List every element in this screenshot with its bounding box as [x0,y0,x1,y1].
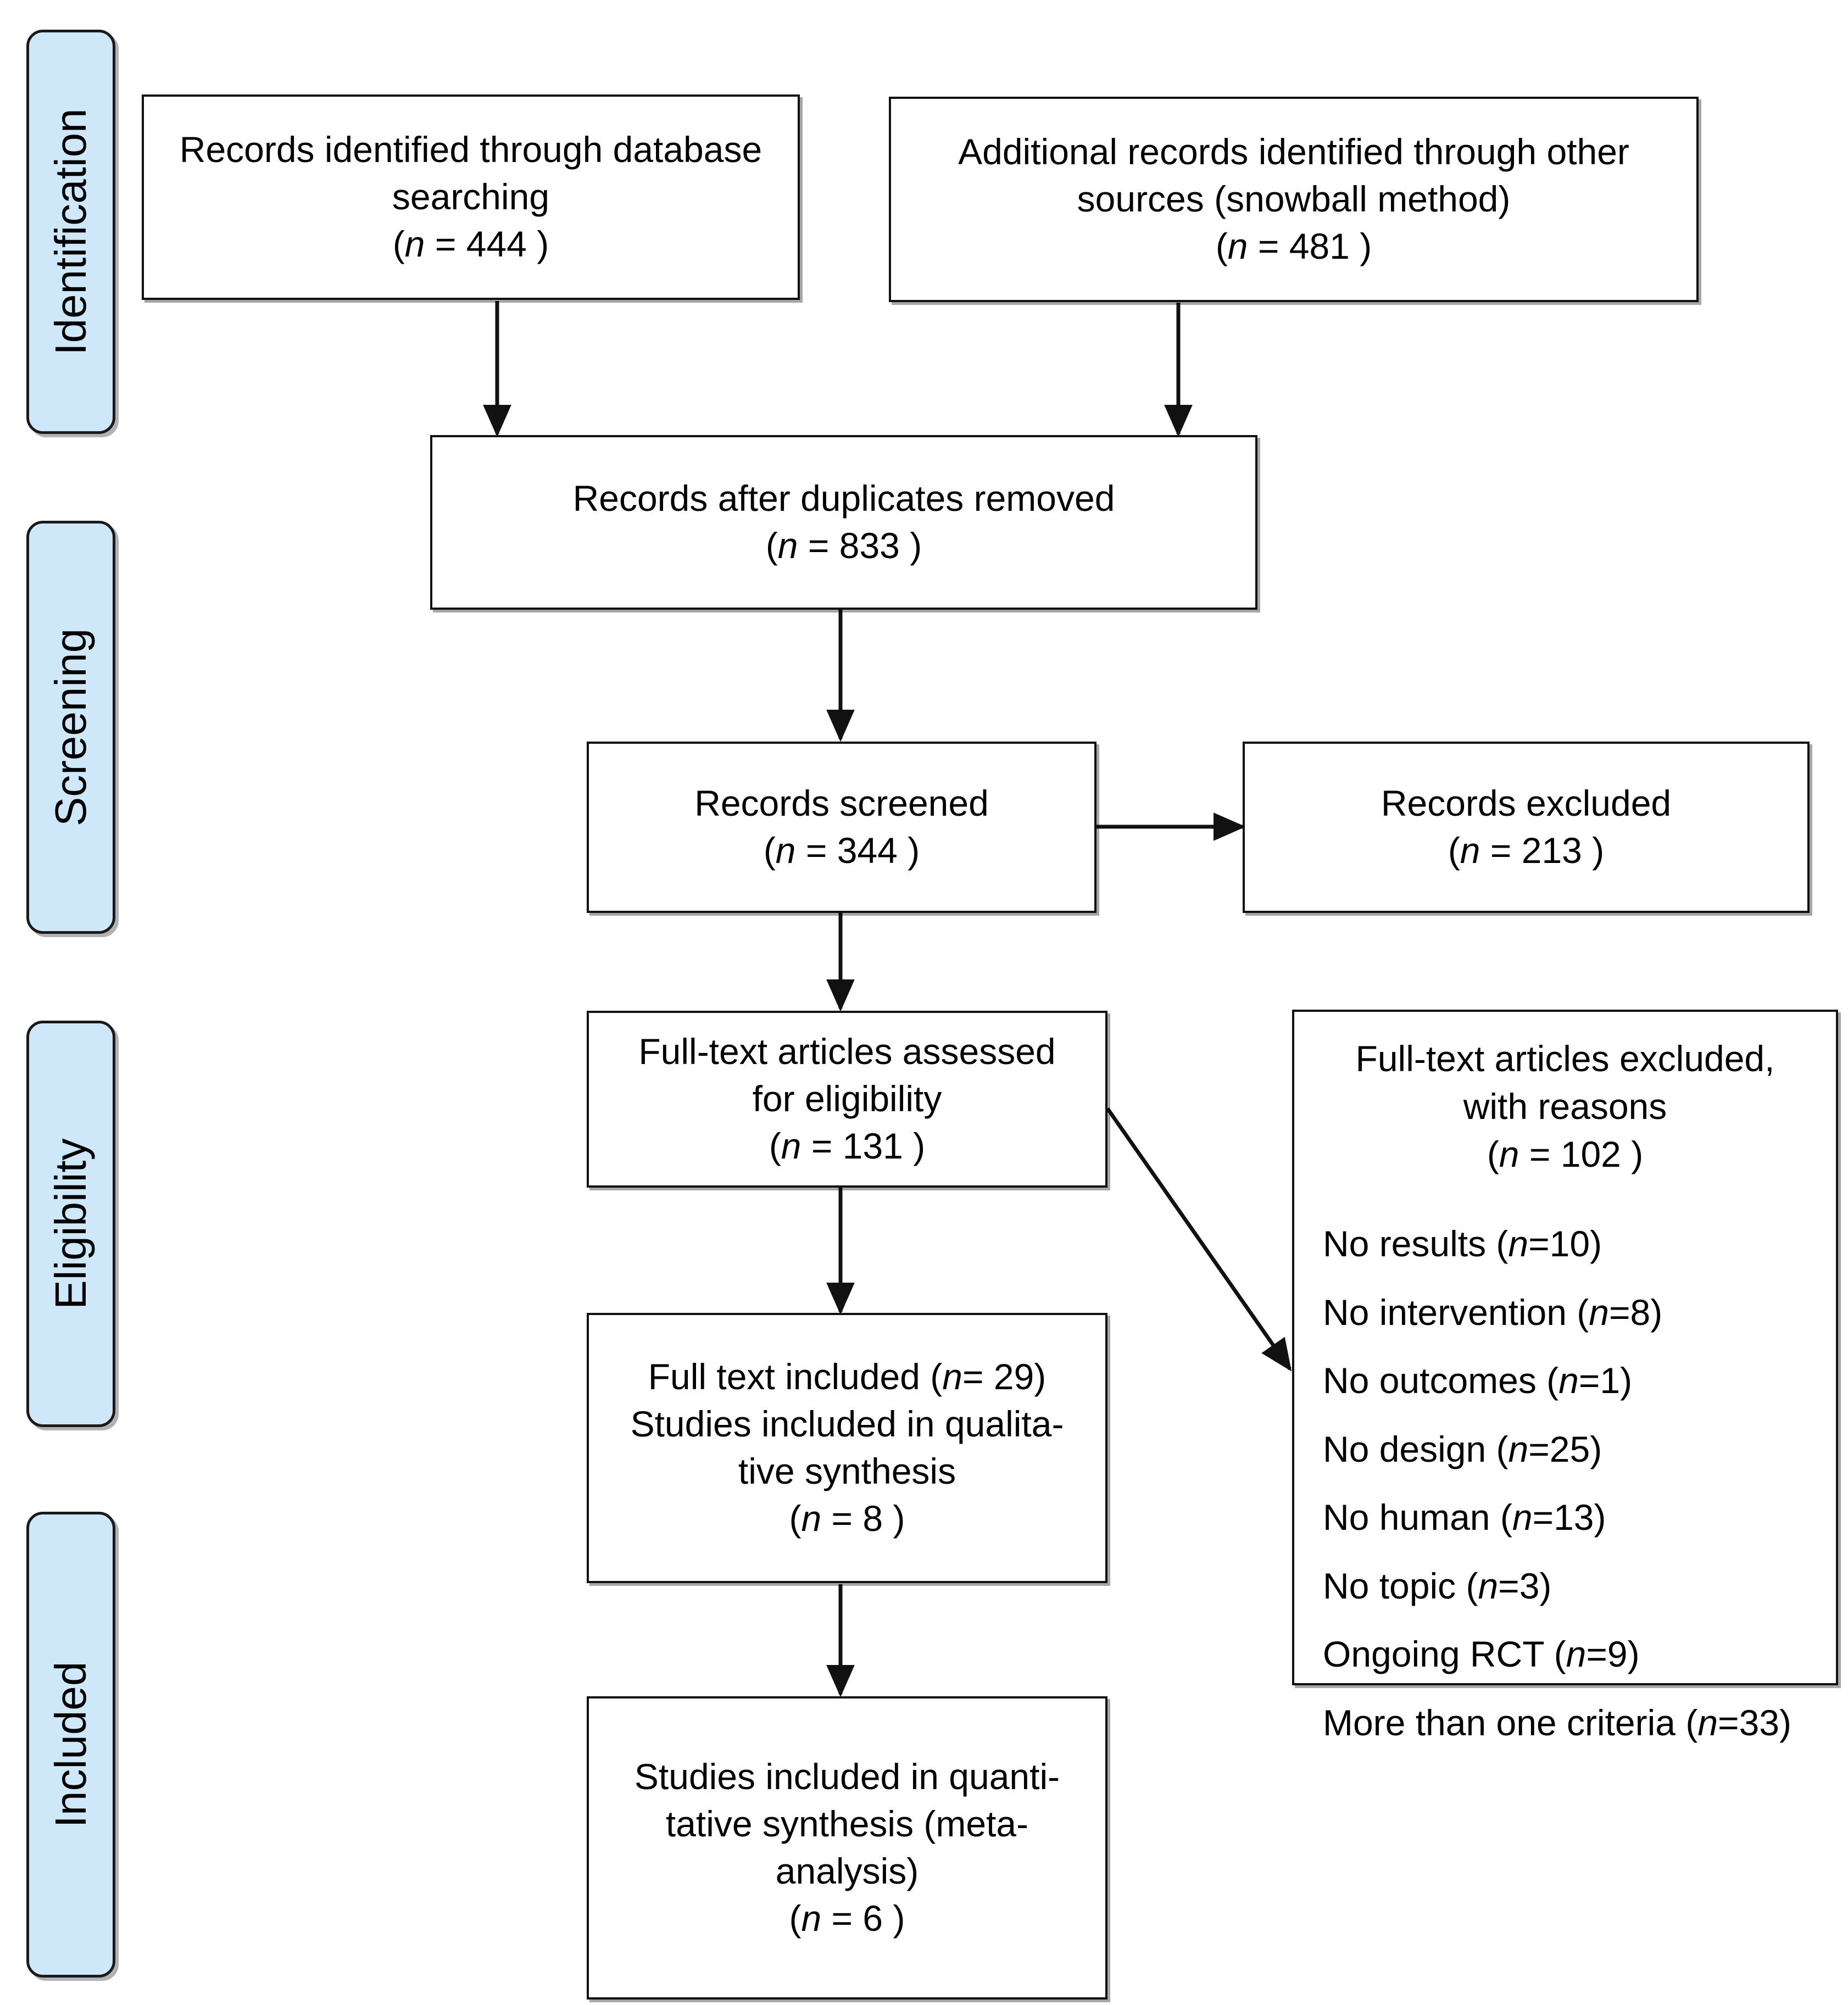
fulltext-excluded-header: Full-text articles excluded, with reason… [1294,1035,1836,1178]
fulltext-assessed-line-2: for eligibility [752,1078,942,1120]
qualitative-line-1: Full text included (n= 29) [648,1356,1047,1397]
quantitative-line-2: tative synthesis (meta- [665,1803,1029,1845]
box-additional-records-other-sources: Additional records identified through ot… [889,97,1699,302]
fulltext-assessed-count: (n = 131 ) [769,1125,926,1166]
exclusion-reason-list: No results (n=10) No intervention (n=8) … [1294,1222,1836,1769]
db-search-count: (n = 444 ) [392,223,549,264]
quantitative-line-1: Studies included in quanti- [634,1756,1060,1797]
phase-bar-screening: Screening [26,521,115,934]
screened-line-1: Records screened [694,783,989,824]
box-quantitative-synthesis: Studies included in quanti- tative synth… [587,1696,1107,2000]
exclusion-reason-item: Ongoing RCT (n=9) [1323,1634,1640,1675]
records-excluded-line-1: Records excluded [1381,783,1672,824]
exclusion-reason-item: No outcomes (n=1) [1323,1360,1633,1401]
box-records-after-duplicates-removed: Records after duplicates removed (n = 83… [430,435,1257,610]
box-records-excluded: Records excluded (n = 213 ) [1243,742,1810,913]
exclusion-reason-item: No results (n=10) [1323,1223,1602,1264]
fulltext-excluded-line-1: Full-text articles excluded, [1355,1038,1775,1079]
dedup-count: (n = 833 ) [765,525,922,566]
quantitative-line-3: analysis) [775,1851,919,1891]
qualitative-line-2: Studies included in qualita- [630,1404,1064,1445]
fulltext-excluded-line-2: with reasons [1463,1086,1667,1127]
phase-label-identification: Identification [46,108,95,355]
phase-bar-identification: Identification [26,30,115,434]
dedup-line-1: Records after duplicates removed [572,478,1115,519]
other-sources-count: (n = 481 ) [1215,225,1372,266]
phase-label-included: Included [46,1661,95,1828]
other-sources-line-1: Additional records identified through ot… [958,131,1629,172]
screened-count: (n = 344 ) [763,830,920,871]
phase-label-eligibility: Eligibility [46,1138,95,1310]
qualitative-line-3: tive synthesis [738,1451,956,1491]
phase-bar-eligibility: Eligibility [26,1021,115,1427]
db-search-line-1: Records identified through database [179,129,762,170]
exclusion-reason-item: No design (n=25) [1323,1428,1602,1469]
other-sources-line-2: sources (snowball method) [1077,179,1511,220]
box-records-identified-database: Records identified through database sear… [142,94,800,300]
box-qualitative-synthesis: Full text included (n= 29) Studies inclu… [587,1313,1107,1583]
exclusion-reason-item: More than one criteria (n=33) [1323,1702,1791,1743]
box-fulltext-excluded-with-reasons: Full-text articles excluded, with reason… [1292,1010,1838,1743]
fulltext-assessed-line-1: Full-text articles assessed [638,1031,1056,1072]
exclusion-reason-item: No human (n=13) [1323,1497,1606,1538]
fulltext-excluded-count: (n = 102 ) [1487,1134,1644,1175]
phase-bar-included: Included [26,1512,115,1978]
records-excluded-count: (n = 213 ) [1448,830,1605,871]
qualitative-count: (n = 8 ) [789,1497,905,1539]
db-search-line-2: searching [392,176,550,218]
quantitative-count: (n = 6 ) [789,1897,905,1939]
exclusion-reason-item: No intervention (n=8) [1323,1291,1663,1333]
box-fulltext-assessed-eligibility: Full-text articles assessed for eligibil… [587,1011,1107,1188]
box-records-screened: Records screened (n = 344 ) [587,742,1096,913]
phase-label-screening: Screening [46,628,95,827]
exclusion-reason-item: No topic (n=3) [1323,1565,1552,1606]
